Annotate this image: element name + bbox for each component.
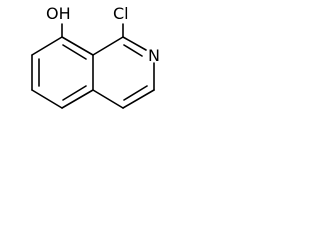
bonds <box>31 23 155 109</box>
bond-c5-c6 <box>31 89 63 109</box>
structure-canvas: OH Cl N <box>0 0 177 158</box>
bond-c8a-c1 <box>92 36 124 56</box>
hydroxyl-label: OH <box>46 4 71 23</box>
bond-c1-n2-double <box>123 44 143 57</box>
bond-c1-n2 <box>122 36 147 51</box>
bond-c8-c8a <box>61 36 94 56</box>
molecule-structure: OH Cl N <box>31 4 160 109</box>
chlorine-label: Cl <box>113 4 129 23</box>
bond-c4-c4a <box>92 89 124 109</box>
atom-labels: OH Cl N <box>46 4 160 65</box>
nitrogen-label: N <box>148 46 160 65</box>
bond-c7-c8 <box>31 36 63 56</box>
bond-c4a-c5 <box>61 89 94 109</box>
bond-c4a-c5-double <box>62 85 87 101</box>
bond-c8-c8a-double <box>62 44 87 60</box>
bond-c3-c4 <box>122 89 155 109</box>
bond-c3-c4-double <box>123 85 148 101</box>
